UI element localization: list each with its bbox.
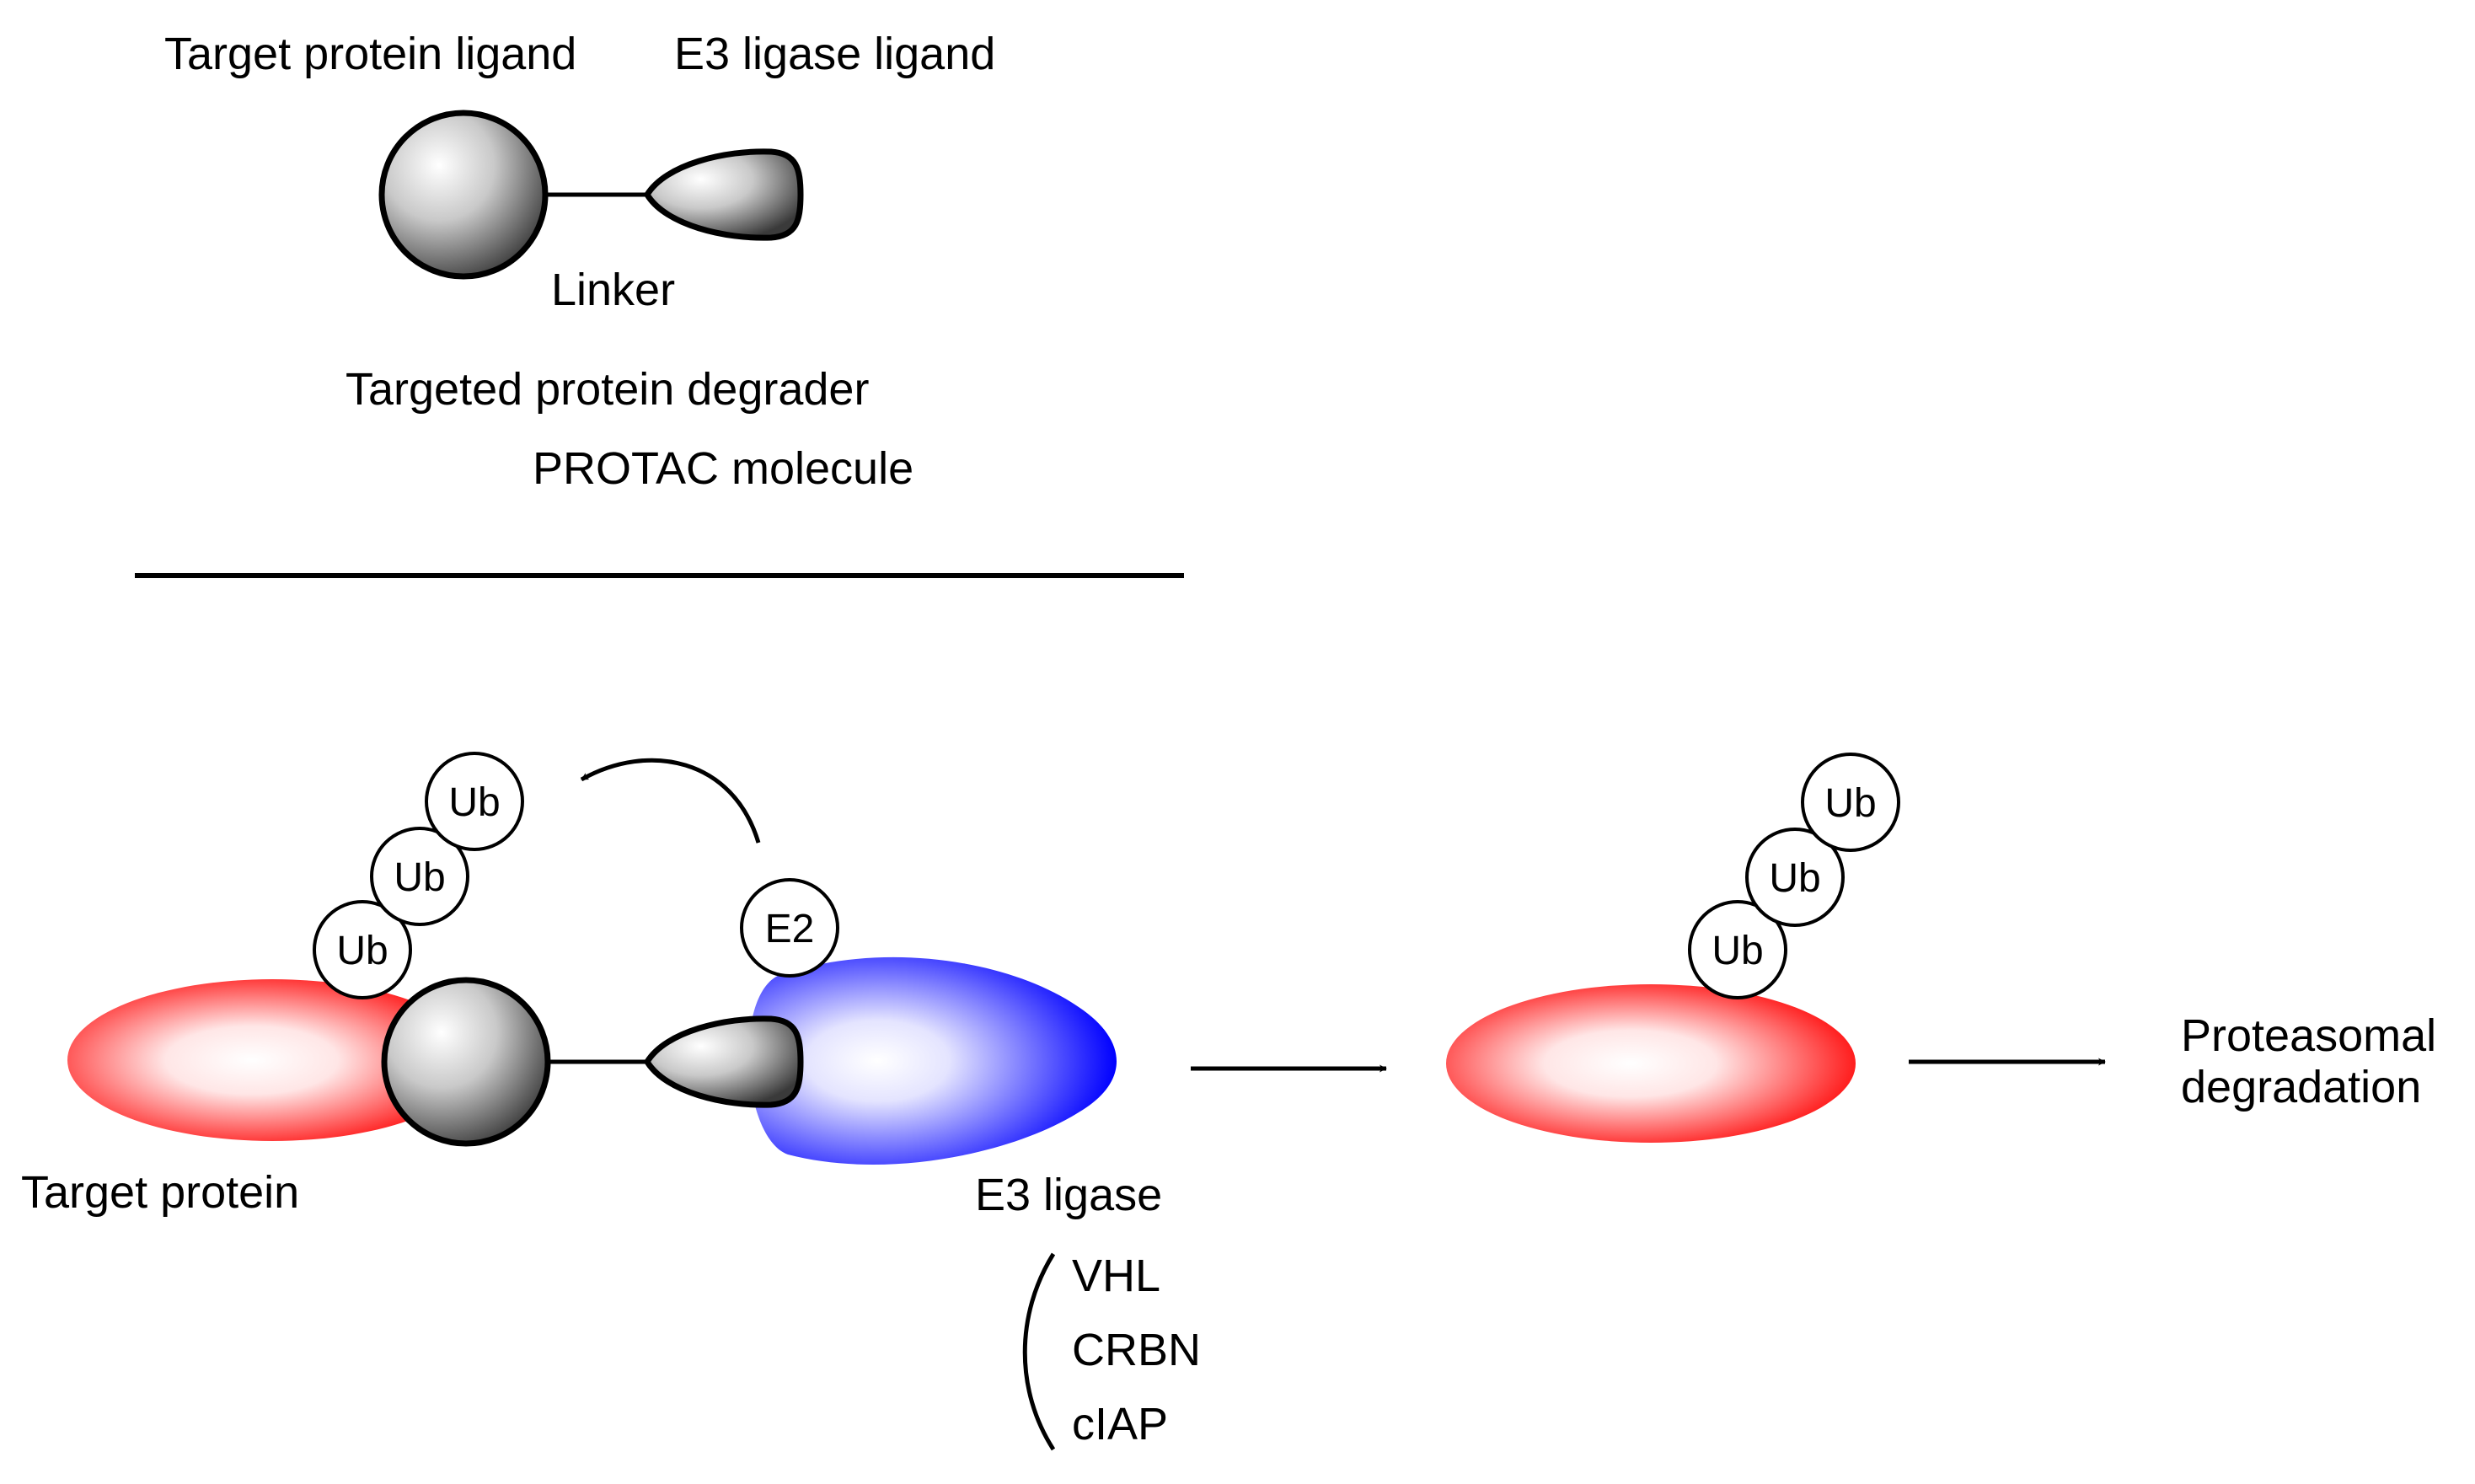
bound-e3-ligand-drop xyxy=(643,1015,804,1108)
e2-circle xyxy=(740,878,839,978)
ub-circle xyxy=(1688,900,1787,999)
ub-transfer-arrow xyxy=(580,758,761,844)
e3-ligase-ligand-drop xyxy=(643,148,804,241)
e3-example-vhl: VHL xyxy=(1072,1251,1160,1301)
outcome-label-line2: degradation xyxy=(2181,1062,2421,1112)
ubiquitinated-target-protein-ellipse xyxy=(1446,984,1856,1143)
ub-circle xyxy=(425,752,524,851)
ub-label: Ub xyxy=(1769,856,1820,901)
target-protein-ellipse xyxy=(67,979,477,1141)
e2-label: E2 xyxy=(765,907,815,951)
ub-circle xyxy=(1745,828,1845,927)
degrader-label: Targeted protein degrader xyxy=(346,364,869,415)
ub-circle xyxy=(313,900,412,999)
ub-circle xyxy=(370,827,469,926)
e3-examples-bracket xyxy=(1022,1252,1056,1451)
e3-example-crbn: CRBN xyxy=(1072,1325,1201,1375)
ub-label: Ub xyxy=(448,780,500,825)
target-protein-ligand-label: Target protein ligand xyxy=(164,29,576,79)
bound-target-ligand-sphere xyxy=(381,977,551,1147)
outcome-label-line1: Proteasomal xyxy=(2181,1010,2436,1061)
linker-label: Linker xyxy=(551,265,675,315)
ub-label: Ub xyxy=(1824,781,1876,826)
ub-label: Ub xyxy=(394,855,445,900)
e3-example-ciap: cIAP xyxy=(1072,1399,1168,1449)
protac-label: PROTAC molecule xyxy=(533,443,913,494)
target-protein-ligand-sphere xyxy=(378,110,549,280)
ub-circle xyxy=(1801,753,1900,852)
ub-chain-complex: Ub Ub Ub xyxy=(313,752,524,999)
ub-label: Ub xyxy=(336,929,388,973)
ub-label: Ub xyxy=(1712,929,1763,973)
e3-ligase-ligand-label: E3 ligase ligand xyxy=(674,29,995,79)
e3-ligase-shape xyxy=(748,956,1117,1165)
e3-ligase-label: E3 ligase xyxy=(975,1170,1162,1220)
target-protein-label: Target protein xyxy=(21,1167,299,1218)
ub-chain-released: Ub Ub Ub xyxy=(1688,753,1900,999)
